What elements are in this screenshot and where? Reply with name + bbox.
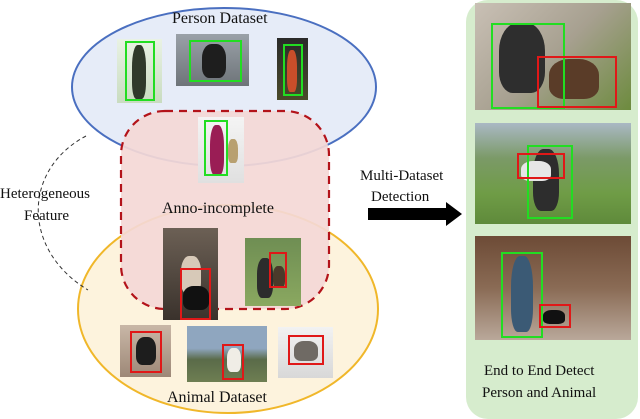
animal-box (269, 252, 287, 288)
result-photo-1 (475, 3, 631, 110)
grass-dog-photo (245, 238, 301, 306)
right-arrow-icon (368, 202, 462, 226)
person-dataset-title: Person Dataset (172, 10, 268, 27)
person-photo-1 (117, 39, 162, 103)
heterogeneous-line-1: Heterogeneous (0, 186, 90, 202)
end-to-end-line-2: Person and Animal (482, 385, 597, 401)
end-to-end-line-1: End to End Detect (484, 363, 595, 379)
animal-photo-1 (120, 325, 171, 377)
animal-box (130, 331, 162, 373)
animal-box (222, 344, 244, 380)
skier-dog-photo (198, 117, 244, 183)
anno-incomplete-title: Anno-incomplete (162, 200, 274, 217)
person-box (189, 40, 242, 82)
animal-box (537, 56, 617, 108)
kitchen-dog-photo (163, 228, 218, 320)
multi-dataset-line-1: Multi-Dataset (360, 168, 444, 184)
person-photo-2 (176, 34, 249, 86)
animal-box (517, 153, 565, 179)
person-box (204, 120, 228, 176)
person-box (501, 252, 543, 338)
animal-photo-3 (278, 327, 333, 378)
animal-dataset-title: Animal Dataset (167, 389, 267, 406)
animal-box (539, 304, 571, 328)
heterogeneous-arc (37, 135, 89, 291)
result-photo-2 (475, 123, 631, 224)
person-photo-3 (277, 38, 308, 100)
person-box (125, 41, 155, 101)
person-box (491, 23, 565, 109)
person-box (527, 145, 573, 219)
heterogeneous-line-2: Feature (24, 208, 69, 224)
multi-dataset-line-2: Detection (371, 189, 430, 205)
animal-box (180, 268, 211, 320)
animal-photo-2 (187, 326, 267, 382)
animal-box (288, 335, 324, 365)
result-photo-3 (475, 236, 631, 340)
person-box (283, 44, 303, 96)
